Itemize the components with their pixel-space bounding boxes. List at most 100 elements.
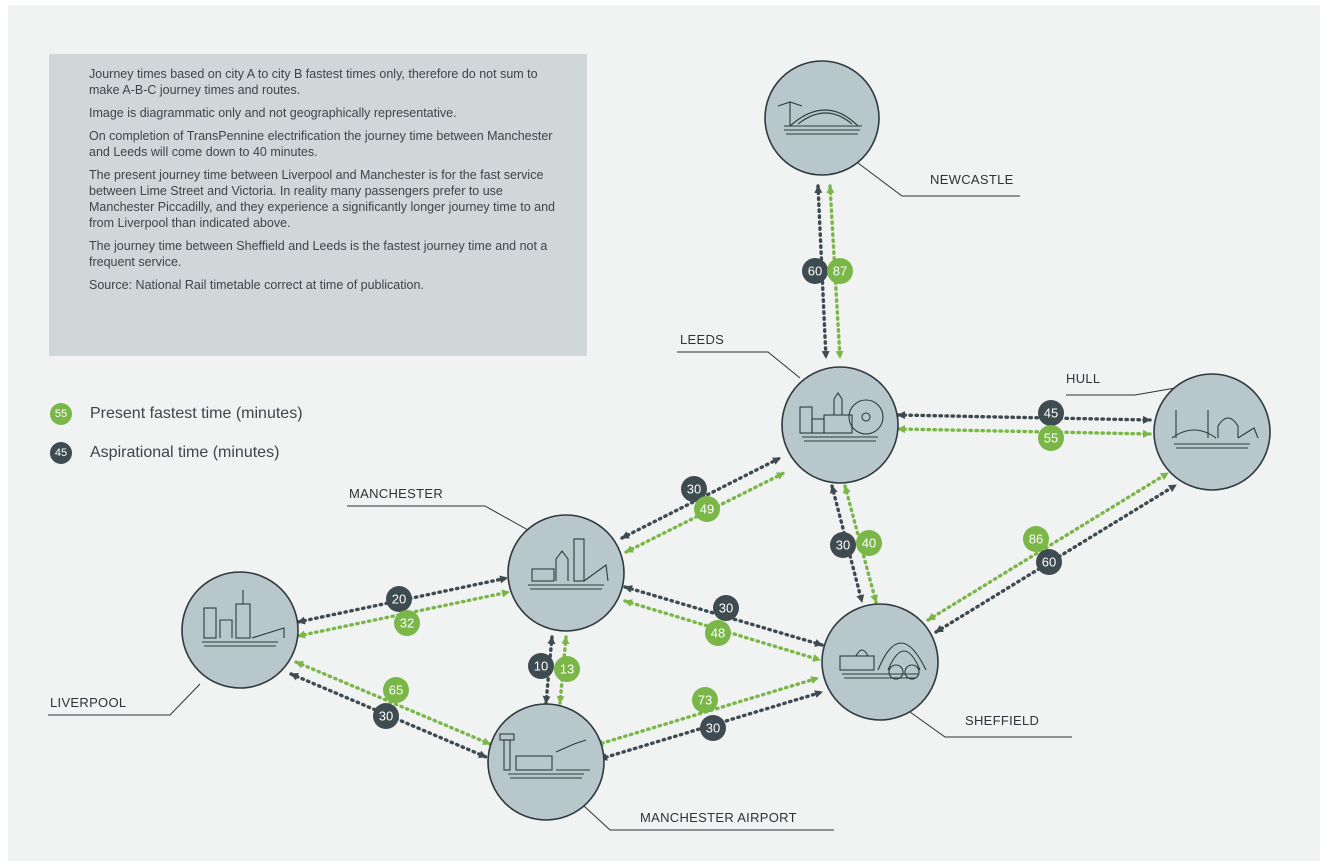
label-leader-line	[909, 711, 1072, 738]
badge-circle	[700, 715, 726, 741]
city-manchester	[507, 514, 625, 632]
aspirational-route-line	[896, 411, 1152, 424]
city-leeds	[781, 366, 899, 484]
city-liverpool	[181, 571, 299, 689]
skyline-icon	[799, 392, 884, 442]
present-time-badge: 86	[1023, 526, 1049, 552]
aspirational-time-badge: 30	[700, 715, 726, 741]
badge-circle	[383, 677, 409, 703]
present-time-badge: 87	[827, 258, 853, 284]
present-route-line	[926, 471, 1170, 622]
label-leader-line	[347, 505, 529, 531]
badge-circle	[694, 496, 720, 522]
badge-value: 20	[392, 592, 406, 607]
badge-circle	[528, 653, 554, 679]
badge-circle	[827, 258, 853, 284]
badge-value: 48	[711, 626, 725, 641]
aspirational-time-badge: 30	[713, 595, 739, 621]
present-time-badge: 55	[1038, 425, 1064, 451]
aspirational-time-badge: 45	[1038, 400, 1064, 426]
skyline-icon	[839, 642, 927, 680]
city-newcastle	[764, 60, 880, 176]
badge-value: 86	[1029, 532, 1043, 547]
note-text: The present journey time between Liverpo…	[89, 168, 555, 230]
legend-item-present: 55 Present fastest time (minutes)	[50, 402, 303, 426]
aspirational-route-line	[289, 672, 488, 759]
city-circle	[764, 60, 880, 176]
skyline-icon	[777, 101, 862, 135]
badge-value: 30	[687, 482, 701, 497]
badge-value: 10	[534, 659, 548, 674]
badge-circle	[692, 687, 718, 713]
legend-item-aspirational: 45 Aspirational time (minutes)	[50, 441, 303, 465]
badge-value: 13	[560, 662, 574, 677]
badge-value: 65	[389, 683, 403, 698]
city-circle	[1153, 373, 1271, 491]
skyline-icon	[202, 590, 285, 647]
aspirational-time-badge: 60	[1036, 549, 1062, 575]
label-leader-line	[677, 351, 801, 379]
badge-value: 73	[698, 693, 712, 708]
note-text: The journey time between Sheffield and L…	[89, 239, 548, 269]
city-label-leeds: LEEDS	[680, 332, 724, 347]
present-time-badge: 65	[383, 677, 409, 703]
badge-value: 40	[862, 536, 876, 551]
badge-circle	[1023, 526, 1049, 552]
present-route-line	[896, 425, 1152, 438]
city-sheffield	[821, 603, 939, 721]
label-leader-line	[1066, 387, 1176, 396]
note-text: On completion of TransPennine electrific…	[89, 129, 553, 159]
aspirational-time-badge: 30	[830, 532, 856, 558]
legend-label-present: Present fastest time (minutes)	[90, 405, 303, 422]
badge-circle	[373, 703, 399, 729]
aspirational-time-badge: 60	[802, 258, 828, 284]
badge-circle	[681, 476, 707, 502]
aspirational-time-badge: 45	[50, 442, 72, 464]
label-leader-line	[48, 683, 201, 716]
present-time-badge: 13	[554, 656, 580, 682]
city-label-liverpool: LIVERPOOL	[50, 695, 126, 710]
badge-circle	[802, 258, 828, 284]
badge-circle	[1036, 549, 1062, 575]
badge-value: 60	[808, 264, 822, 279]
present-time-badge: 32	[394, 610, 420, 636]
badge-circle	[856, 530, 882, 556]
badge-circle	[554, 656, 580, 682]
badge-value: 55	[1044, 431, 1058, 446]
aspirational-time-badge: 30	[681, 476, 707, 502]
present-time-badge: 40	[856, 530, 882, 556]
badge-value: 30	[706, 721, 720, 736]
city-circle	[821, 603, 939, 721]
badge-circle	[386, 586, 412, 612]
badge-circle	[830, 532, 856, 558]
city-label-newcastle: NEWCASTLE	[930, 172, 1014, 187]
city-circle	[507, 514, 625, 632]
skyline-icon	[528, 538, 609, 590]
city-circle	[487, 703, 605, 821]
note-text: Journey times based on city A to city B …	[89, 67, 538, 97]
note-text: Image is diagrammatic only and not geogr…	[89, 106, 457, 120]
legend-label-aspirational: Aspirational time (minutes)	[90, 444, 280, 461]
badge-circle	[1038, 400, 1064, 426]
badge-circle	[394, 610, 420, 636]
badge-value: 49	[700, 502, 714, 517]
note-text: Source: National Rail timetable correct …	[89, 278, 424, 292]
badge-circle	[1038, 425, 1064, 451]
aspirational-route-line	[542, 635, 556, 705]
aspirational-time-badge: 10	[528, 653, 554, 679]
skyline-icon	[499, 733, 590, 779]
city-airport	[487, 703, 605, 821]
label-leader-line	[857, 162, 1020, 197]
notes-box: Journey times based on city A to city B …	[49, 54, 587, 356]
city-hull	[1153, 373, 1271, 491]
badge-value: 60	[1042, 555, 1056, 570]
badge-value: 30	[379, 709, 393, 724]
badge-circle	[705, 620, 731, 646]
badge-value: 30	[836, 538, 850, 553]
present-time-badge: 73	[692, 687, 718, 713]
present-route-line	[556, 635, 570, 705]
city-circle	[781, 366, 899, 484]
present-time-badge: 48	[705, 620, 731, 646]
present-time-badge: 49	[694, 496, 720, 522]
